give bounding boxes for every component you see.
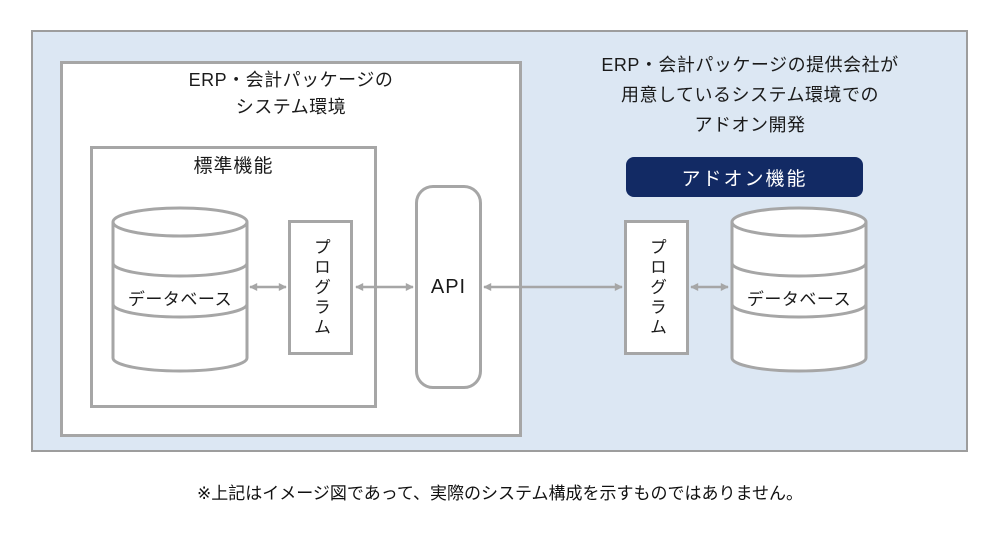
program-label-left: プログラム (311, 237, 330, 338)
erp-environment-title-line1: ERP・会計パッケージの (188, 70, 394, 90)
program-box-left: プログラム (288, 220, 353, 355)
addon-development-title: ERP・会計パッケージの提供会社が 用意しているシステム環境での アドオン開発 (545, 50, 955, 140)
program-label-right: プログラム (647, 237, 666, 338)
database-label-left: データベース (127, 290, 233, 309)
standard-functions-label: 標準機能 (193, 156, 274, 177)
addon-development-title-line2: 用意しているシステム環境での (621, 85, 879, 105)
api-label: API (430, 275, 467, 298)
database-cylinder-icon-left (111, 206, 249, 373)
database-label-right: データベース (746, 290, 852, 309)
addon-development-title-line3: アドオン開発 (694, 115, 806, 135)
erp-environment-title: ERP・会計パッケージの システム環境 (70, 67, 512, 121)
erp-environment-title-line2: システム環境 (235, 97, 347, 117)
api-box: API (415, 185, 482, 389)
addon-function-badge: アドオン機能 (626, 157, 863, 197)
program-box-right: プログラム (624, 220, 689, 355)
footnote: ※上記はイメージ図であって、実際のシステム構成を示すものではありません。 (196, 484, 803, 503)
addon-development-title-line1: ERP・会計パッケージの提供会社が (601, 55, 899, 75)
database-cylinder-icon-right (730, 206, 868, 373)
